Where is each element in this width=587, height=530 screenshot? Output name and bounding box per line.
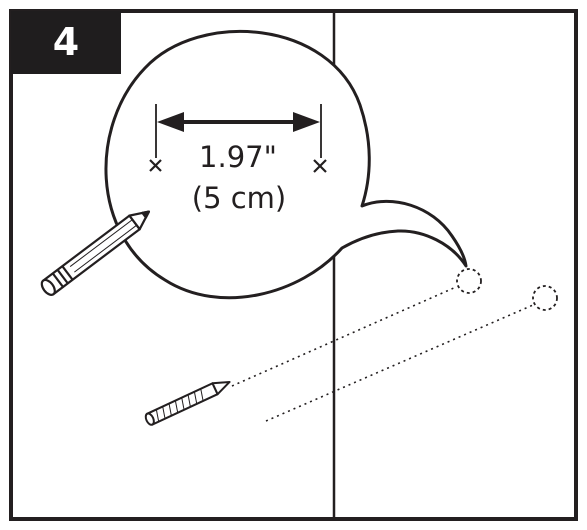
pencil-icon [40, 210, 151, 296]
wall-plug-icon [144, 380, 231, 426]
x-mark-icon [149, 159, 327, 173]
guide-lines [231, 286, 534, 422]
measurement-imperial: 1.97" [199, 140, 277, 174]
measurement-metric: (5 cm) [191, 181, 287, 215]
panel-frame [9, 9, 578, 521]
drill-hole-icon [456, 268, 558, 311]
step-number-badge: 4 [11, 11, 121, 74]
magnifier-callout [104, 30, 468, 300]
dimension-arrow-icon [155, 104, 322, 158]
